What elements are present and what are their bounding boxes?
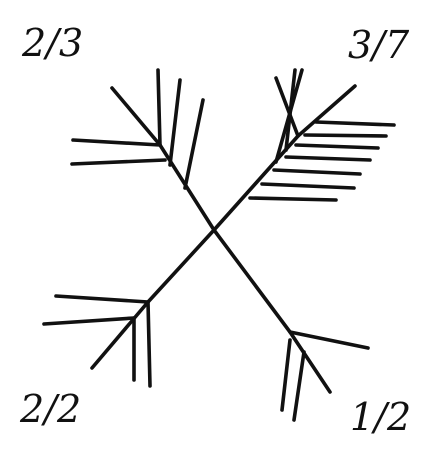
label-bottom-right: 1/2	[350, 395, 411, 439]
branch-bottom-left	[44, 296, 150, 386]
central-cross	[92, 86, 355, 392]
label-top-right: 3/7	[348, 23, 410, 67]
label-bottom-left: 2/2	[19, 387, 81, 431]
branch-top-right	[250, 70, 394, 200]
main-axis-top-right-to-bottom-left	[92, 86, 355, 368]
label-top-left: 2/3	[21, 21, 83, 65]
branch-top-left	[72, 70, 203, 188]
